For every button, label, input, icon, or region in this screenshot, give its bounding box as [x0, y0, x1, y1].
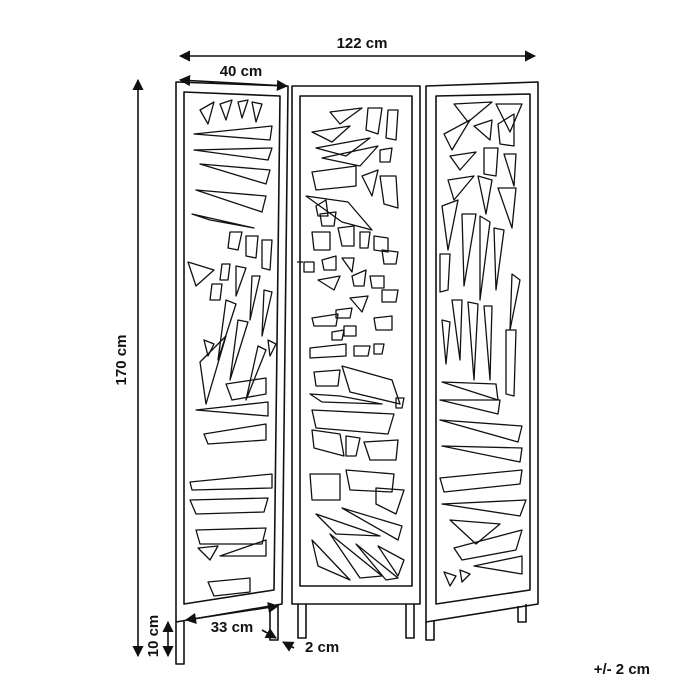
left-panel-cutouts — [187, 99, 277, 597]
middle-panel-outer-frame — [291, 85, 421, 605]
leg-height-label: 10 cm — [145, 615, 162, 658]
right-panel-front-leg — [425, 620, 435, 641]
left-panel-back-leg — [269, 604, 279, 641]
right-panel — [425, 81, 539, 641]
frame-thickness-arrow-b — [282, 641, 295, 652]
left-panel-front-leg — [175, 620, 185, 665]
right-panel-inner-frame — [435, 93, 531, 605]
middle-panel-left-leg — [297, 604, 307, 639]
right-panel-back-leg — [517, 604, 527, 623]
panel-width-label: 40 cm — [220, 63, 263, 80]
tolerance-label: +/- 2 cm — [594, 661, 650, 678]
height-label: 170 cm — [113, 335, 130, 386]
middle-panel-inner-frame — [299, 95, 413, 587]
left-panel — [175, 81, 289, 665]
middle-panel-cutouts — [303, 107, 405, 581]
frame-thickness-dimension: 2 cm — [261, 628, 339, 656]
frame-thickness-label: 2 cm — [305, 639, 339, 656]
middle-panel — [291, 85, 421, 639]
depth-label: 33 cm — [211, 619, 254, 636]
left-panel-inner-frame — [183, 91, 281, 605]
total-width-dimension: 122 cm — [178, 35, 537, 62]
right-panel-cutouts — [439, 101, 527, 587]
total-width-label: 122 cm — [337, 35, 388, 52]
frame-thickness-arrow-a — [261, 628, 277, 639]
height-dimension: 170 cm — [113, 78, 144, 658]
left-panel-outer-frame — [175, 81, 289, 623]
right-panel-outer-frame — [425, 81, 539, 623]
middle-panel-right-leg — [405, 604, 415, 639]
leg-height-dimension: 10 cm — [145, 615, 174, 658]
